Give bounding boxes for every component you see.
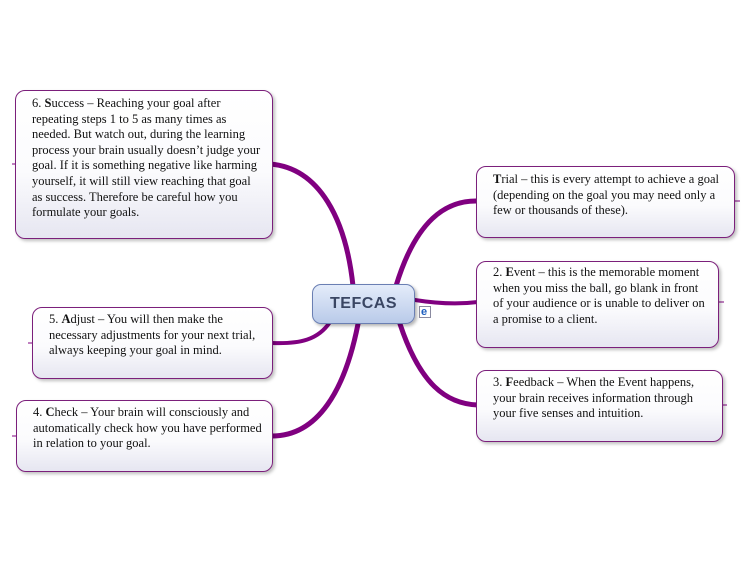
success-text: uccess – Reaching your goal after repeat… bbox=[32, 96, 261, 220]
initial-a: A bbox=[61, 312, 71, 326]
branch-event bbox=[413, 298, 480, 306]
topic-success[interactable]: 6. Success – Reaching your goal after re… bbox=[15, 90, 273, 239]
adjust-text: djust – You will then make the necessary… bbox=[49, 312, 256, 358]
initial-f: F bbox=[505, 375, 514, 389]
initial-c: C bbox=[45, 405, 55, 419]
trial-text: rial – this is every attempt to achieve … bbox=[493, 172, 719, 218]
event-text: vent – this is the memorable moment when… bbox=[493, 265, 705, 326]
branch-check bbox=[269, 321, 361, 439]
ie-link-icon[interactable]: e bbox=[419, 306, 431, 318]
topic-trial[interactable]: Trial – this is every attempt to achieve… bbox=[476, 166, 735, 238]
initial-s: S bbox=[44, 96, 52, 110]
branch-trial bbox=[393, 198, 481, 289]
initial-t: T bbox=[493, 172, 502, 186]
branch-success bbox=[267, 161, 356, 289]
topic-adjust[interactable]: 5. Adjust – You will then make the neces… bbox=[32, 307, 273, 379]
feedback-text: eedback – When the Event happens, your b… bbox=[493, 375, 695, 421]
central-topic-label: TEFCAS bbox=[330, 295, 397, 312]
branch-feedback bbox=[397, 321, 481, 408]
topic-feedback[interactable]: 3. Feedback – When the Event happens, yo… bbox=[476, 370, 723, 442]
topic-check[interactable]: 4. Check – Your brain will consciously a… bbox=[16, 400, 273, 472]
topic-event[interactable]: 2. Event – this is the memorable moment … bbox=[476, 261, 719, 348]
initial-e: E bbox=[505, 265, 514, 279]
branch-adjust bbox=[270, 320, 332, 346]
check-text: heck – Your brain will consciously and a… bbox=[33, 405, 262, 451]
central-topic-tefcas[interactable]: TEFCAS bbox=[312, 284, 415, 324]
